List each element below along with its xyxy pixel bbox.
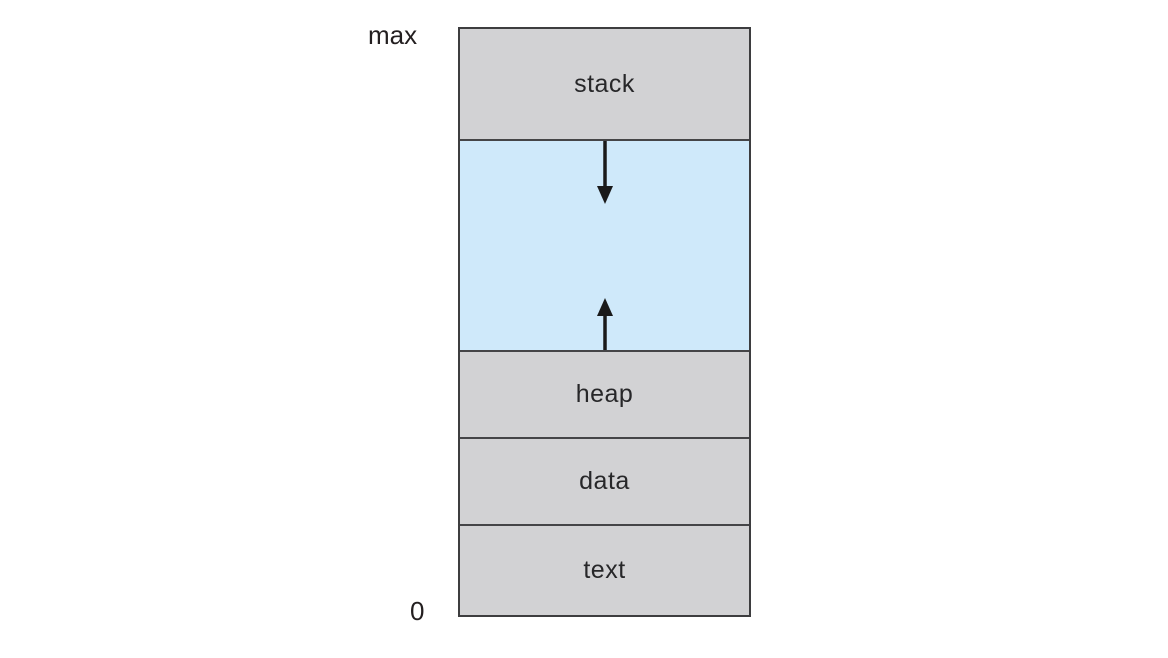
heap-label: heap — [575, 380, 634, 408]
data-label: data — [579, 467, 630, 495]
stack-growth-down-arrow-icon — [594, 141, 616, 204]
memory-box: stack heap data text — [458, 27, 751, 617]
segment-free-space — [460, 141, 749, 352]
zero-address-label: 0 — [410, 596, 425, 626]
segment-stack: stack — [460, 29, 749, 141]
segment-data: data — [460, 439, 749, 526]
text-label: text — [583, 556, 626, 584]
heap-growth-up-arrow-icon — [594, 298, 616, 350]
segment-text: text — [460, 526, 749, 615]
segment-heap: heap — [460, 352, 749, 439]
stack-label: stack — [574, 69, 635, 98]
max-address-label: max — [368, 20, 418, 50]
